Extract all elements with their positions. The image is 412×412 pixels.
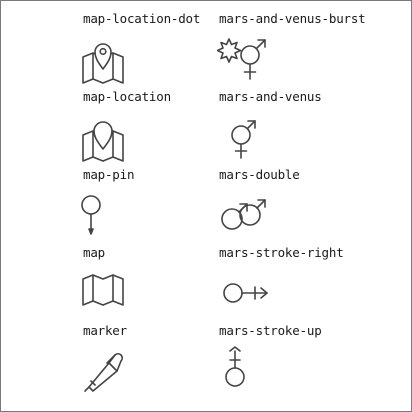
icon-label: map-location-dot <box>83 11 201 26</box>
map-icon <box>79 271 127 319</box>
marker-icon <box>79 347 127 395</box>
icon-label: map-location <box>83 89 171 104</box>
icon-label: mars-stroke-right <box>219 245 344 260</box>
icon-label: mars-double <box>219 167 300 182</box>
icon-label: map-pin <box>83 167 135 182</box>
icon-label: mars-stroke-up <box>219 323 322 338</box>
mars-and-venus-burst-icon <box>217 35 273 83</box>
icon-label: mars-and-venus <box>219 89 322 104</box>
mars-stroke-right-icon <box>221 269 277 317</box>
mars-stroke-up-icon <box>221 345 269 393</box>
icon-label: mars-and-venus-burst <box>219 11 366 26</box>
map-location-icon <box>79 117 127 165</box>
map-pin-icon <box>79 193 127 241</box>
icon-label: map <box>83 245 105 260</box>
mars-double-icon <box>217 191 273 239</box>
map-location-dot-icon <box>79 39 127 87</box>
mars-and-venus-icon <box>221 115 269 163</box>
icon-label: marker <box>83 323 127 338</box>
